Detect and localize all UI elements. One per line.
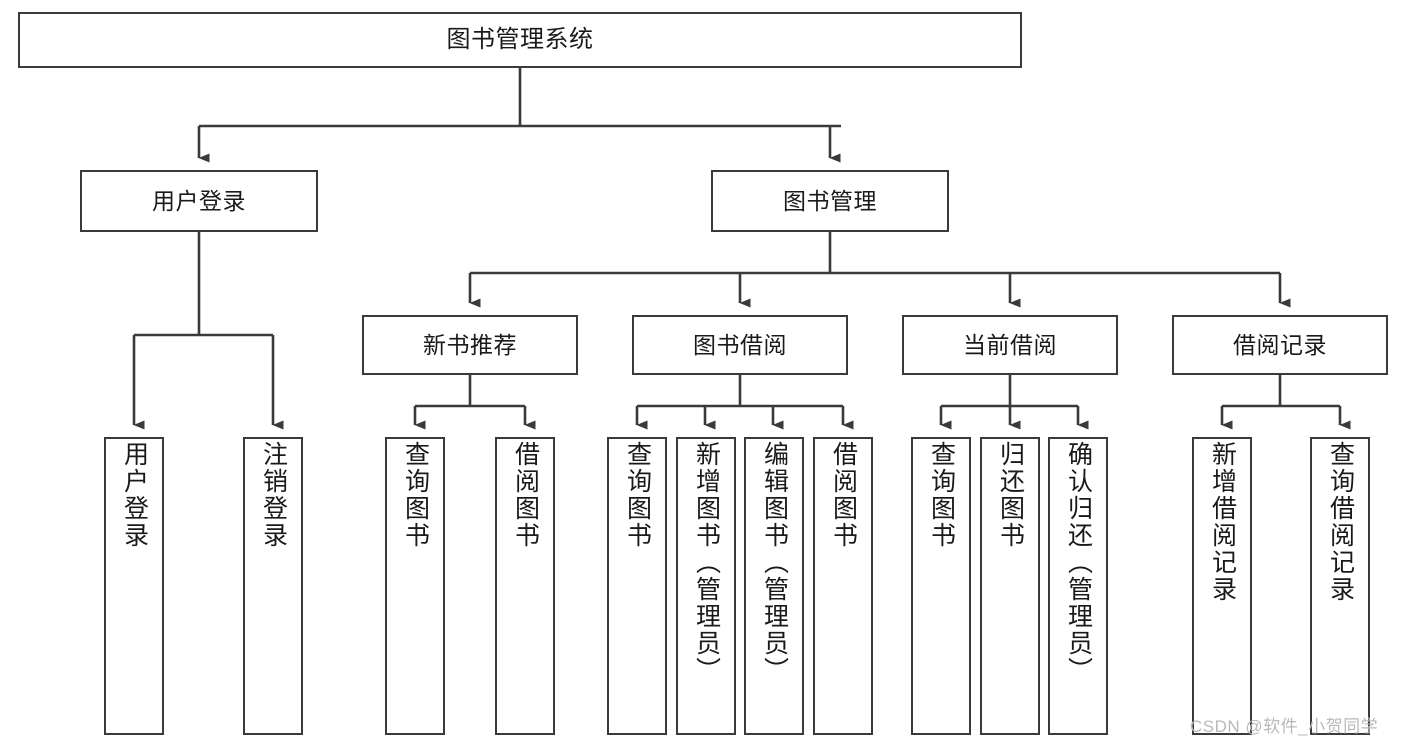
node-label: 图书管理系统 <box>446 26 594 54</box>
node-label: 编辑图书（管理员） <box>760 441 789 684</box>
node-new-book-recommend[interactable]: 新书推荐 <box>362 315 578 375</box>
node-label: 当前借阅 <box>963 331 1057 358</box>
watermark-text: CSDN @软件_小贺同学 <box>1190 717 1379 736</box>
leaf-query-borrow-record[interactable]: 查询借阅记录 <box>1310 437 1370 735</box>
node-label: 用户登录 <box>152 187 246 214</box>
leaf-borrow-book[interactable]: 借阅图书 <box>813 437 873 735</box>
node-user-login[interactable]: 用户登录 <box>80 170 318 232</box>
node-book-borrow[interactable]: 图书借阅 <box>632 315 848 375</box>
leaf-confirm-return-admin[interactable]: 确认归还（管理员） <box>1048 437 1108 735</box>
leaf-edit-book-admin[interactable]: 编辑图书（管理员） <box>744 437 804 735</box>
node-label: 新书推荐 <box>423 331 517 358</box>
leaf-logout-login[interactable]: 注销登录 <box>243 437 303 735</box>
leaf-query-book-borrow[interactable]: 查询图书 <box>607 437 667 735</box>
node-label: 借阅图书 <box>511 441 540 549</box>
node-label: 新增图书（管理员） <box>692 441 721 684</box>
leaf-add-borrow-record[interactable]: 新增借阅记录 <box>1192 437 1252 735</box>
leaf-borrow-book-recommend[interactable]: 借阅图书 <box>495 437 555 735</box>
leaf-query-book-recommend[interactable]: 查询图书 <box>385 437 445 735</box>
leaf-query-book-current[interactable]: 查询图书 <box>911 437 971 735</box>
node-root-book-management-system[interactable]: 图书管理系统 <box>18 12 1022 68</box>
node-label: 查询图书 <box>927 441 956 549</box>
node-label: 借阅记录 <box>1233 331 1327 358</box>
node-label: 借阅图书 <box>829 441 858 549</box>
leaf-user-login[interactable]: 用户登录 <box>104 437 164 735</box>
node-label: 新增借阅记录 <box>1208 441 1237 603</box>
node-current-borrow[interactable]: 当前借阅 <box>902 315 1118 375</box>
node-label: 归还图书 <box>996 441 1025 549</box>
node-label: 用户登录 <box>120 441 149 549</box>
node-book-management[interactable]: 图书管理 <box>711 170 949 232</box>
node-label: 确认归还（管理员） <box>1064 441 1093 684</box>
node-label: 图书借阅 <box>693 331 787 358</box>
node-label: 查询图书 <box>623 441 652 549</box>
node-label: 查询借阅记录 <box>1326 441 1355 603</box>
node-label: 注销登录 <box>259 441 288 549</box>
leaf-add-book-admin[interactable]: 新增图书（管理员） <box>676 437 736 735</box>
node-borrow-record[interactable]: 借阅记录 <box>1172 315 1388 375</box>
leaf-return-book[interactable]: 归还图书 <box>980 437 1040 735</box>
node-label: 图书管理 <box>783 187 877 214</box>
node-label: 查询图书 <box>401 441 430 549</box>
